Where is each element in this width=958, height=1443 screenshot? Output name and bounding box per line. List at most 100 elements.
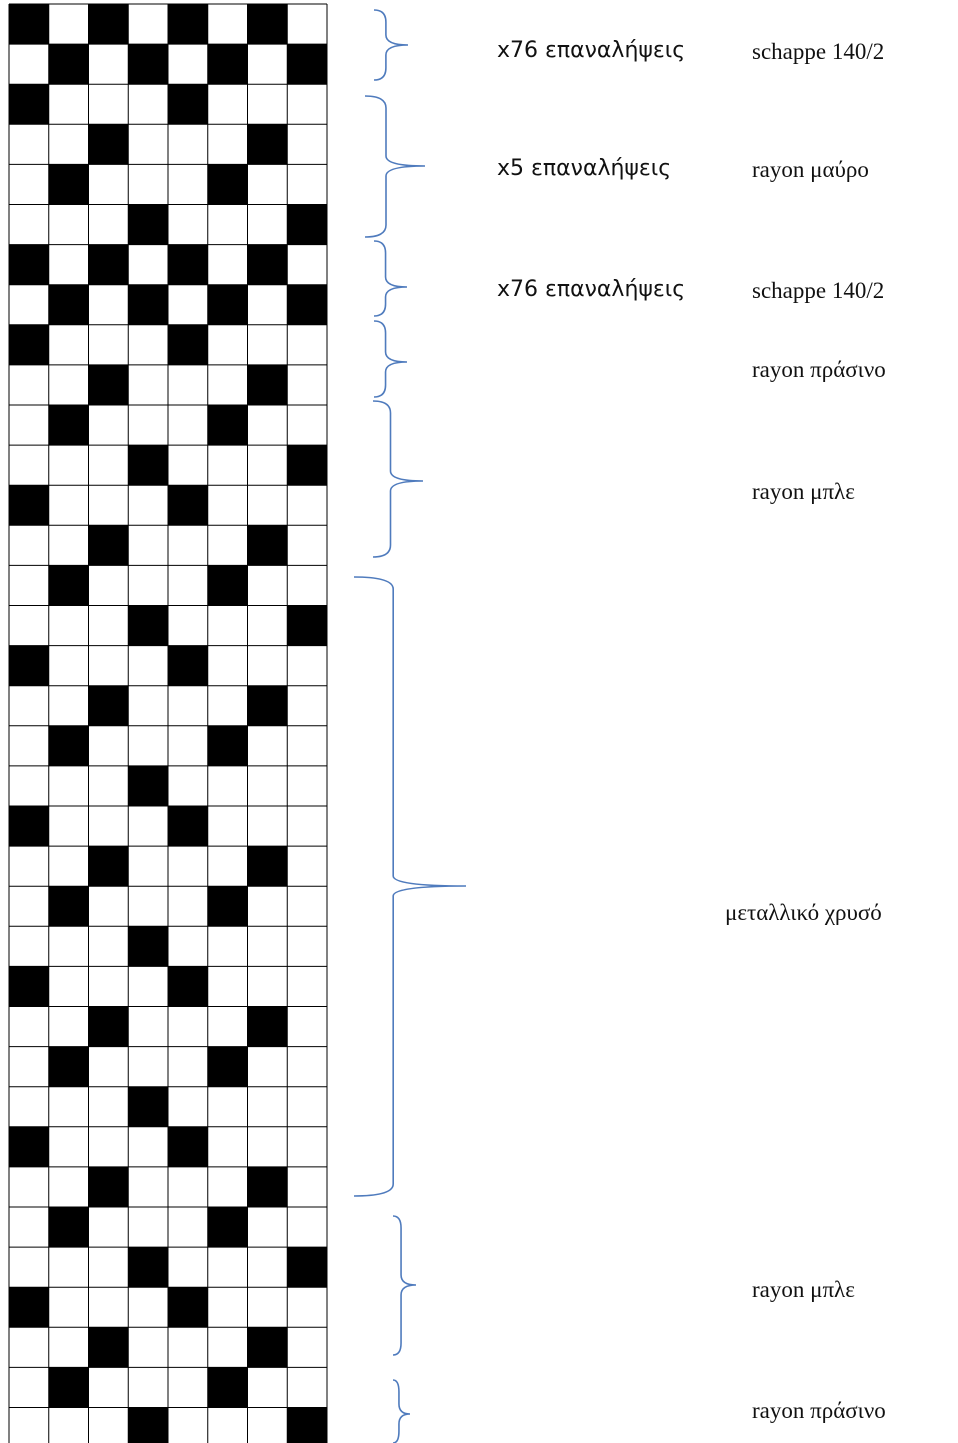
grid-cell-empty — [88, 926, 129, 967]
grid-cell-empty — [9, 44, 49, 85]
grid-cell-filled — [207, 405, 248, 446]
grid-cell-empty — [9, 725, 49, 766]
curly-brace-8 — [392, 1379, 411, 1443]
grid-cell-filled — [48, 886, 89, 927]
grid-cell-empty — [88, 1046, 129, 1087]
grid-cell-empty — [9, 525, 49, 566]
grid-cell-empty — [128, 124, 168, 165]
grid-cell-empty — [88, 645, 129, 686]
grid-cell-filled — [247, 525, 288, 566]
grid-cell-empty — [128, 1287, 168, 1328]
grid-cell-empty — [128, 164, 168, 205]
grid-cell-empty — [168, 685, 208, 726]
grid-cell-empty — [9, 1086, 49, 1127]
grid-cell-empty — [48, 645, 89, 686]
grid-cell-empty — [207, 1166, 248, 1207]
grid-cell-empty — [287, 765, 327, 806]
grid-cell-empty — [168, 605, 208, 646]
grid-cell-empty — [88, 405, 129, 446]
grid-cell-empty — [207, 1086, 248, 1127]
grid-cell-empty — [128, 405, 168, 446]
grid-cell-filled — [9, 966, 49, 1007]
grid-cell-filled — [168, 84, 208, 125]
grid-cell-empty — [9, 405, 49, 446]
grid-cell-filled — [88, 685, 129, 726]
grid-cell-empty — [287, 1006, 327, 1047]
grid-cell-empty — [9, 364, 49, 405]
grid-cell-empty — [128, 1367, 168, 1408]
grid-cell-filled — [128, 1247, 168, 1288]
grid-cell-filled — [9, 4, 49, 45]
grid-cell-empty — [88, 765, 129, 806]
grid-cell-empty — [207, 445, 248, 486]
grid-cell-empty — [287, 1287, 327, 1328]
repeat-label-3: x76 επαναλήψεις — [497, 277, 686, 302]
grid-cell-empty — [128, 966, 168, 1007]
grid-cell-empty — [247, 445, 288, 486]
grid-cell-empty — [247, 645, 288, 686]
grid-cell-empty — [48, 4, 89, 45]
grid-cell-filled — [207, 565, 248, 606]
grid-cell-filled — [88, 244, 129, 285]
grid-cell-empty — [88, 966, 129, 1007]
grid-cell-filled — [207, 886, 248, 927]
grid-cell-filled — [207, 44, 248, 85]
grid-cell-empty — [88, 1407, 129, 1443]
material-label-5: rayon μπλε — [752, 479, 855, 504]
grid-cell-empty — [88, 605, 129, 646]
grid-cell-empty — [48, 1327, 89, 1368]
grid-cell-filled — [88, 1327, 129, 1368]
grid-cell-empty — [128, 4, 168, 45]
grid-cell-empty — [247, 926, 288, 967]
grid-cell-empty — [247, 1407, 288, 1443]
grid-cell-empty — [48, 324, 89, 365]
grid-cell-empty — [168, 1086, 208, 1127]
grid-cell-empty — [287, 1367, 327, 1408]
grid-cell-empty — [168, 1006, 208, 1047]
grid-cell-empty — [247, 1086, 288, 1127]
material-label-7: rayon μπλε — [752, 1277, 855, 1302]
grid-cell-empty — [168, 926, 208, 967]
grid-cell-empty — [88, 1126, 129, 1167]
grid-cell-empty — [287, 1086, 327, 1127]
curly-brace-3 — [373, 240, 408, 317]
grid-cell-empty — [88, 565, 129, 606]
grid-cell-empty — [287, 725, 327, 766]
grid-cell-empty — [88, 44, 129, 85]
grid-cell-empty — [128, 1126, 168, 1167]
grid-cell-empty — [287, 966, 327, 1007]
grid-cell-empty — [247, 765, 288, 806]
grid-cell-filled — [9, 1287, 49, 1328]
grid-cell-empty — [48, 445, 89, 486]
grid-cell-empty — [287, 1046, 327, 1087]
grid-cell-empty — [207, 1006, 248, 1047]
grid-cell-filled — [48, 725, 89, 766]
grid-cell-empty — [48, 364, 89, 405]
grid-cell-empty — [247, 284, 288, 325]
grid-cell-empty — [247, 485, 288, 526]
grid-cell-empty — [247, 1126, 288, 1167]
grid-cell-empty — [287, 685, 327, 726]
grid-cell-filled — [247, 1327, 288, 1368]
grid-cell-filled — [247, 1166, 288, 1207]
grid-cell-filled — [48, 164, 89, 205]
material-label-3: schappe 140/2 — [752, 278, 885, 303]
grid-cell-empty — [48, 685, 89, 726]
grid-cell-empty — [207, 685, 248, 726]
grid-cell-empty — [9, 1247, 49, 1288]
grid-cell-filled — [48, 284, 89, 325]
grid-cell-empty — [128, 1006, 168, 1047]
grid-cell-empty — [247, 1207, 288, 1248]
grid-cell-filled — [128, 284, 168, 325]
grid-cell-empty — [88, 164, 129, 205]
grid-cell-empty — [9, 605, 49, 646]
grid-cell-empty — [287, 364, 327, 405]
grid-cell-filled — [168, 485, 208, 526]
grid-cell-empty — [207, 1247, 248, 1288]
grid-cell-empty — [287, 565, 327, 606]
grid-cell-empty — [207, 765, 248, 806]
grid-cell-empty — [207, 485, 248, 526]
grid-cell-empty — [168, 1207, 208, 1248]
grid-cell-empty — [168, 1046, 208, 1087]
